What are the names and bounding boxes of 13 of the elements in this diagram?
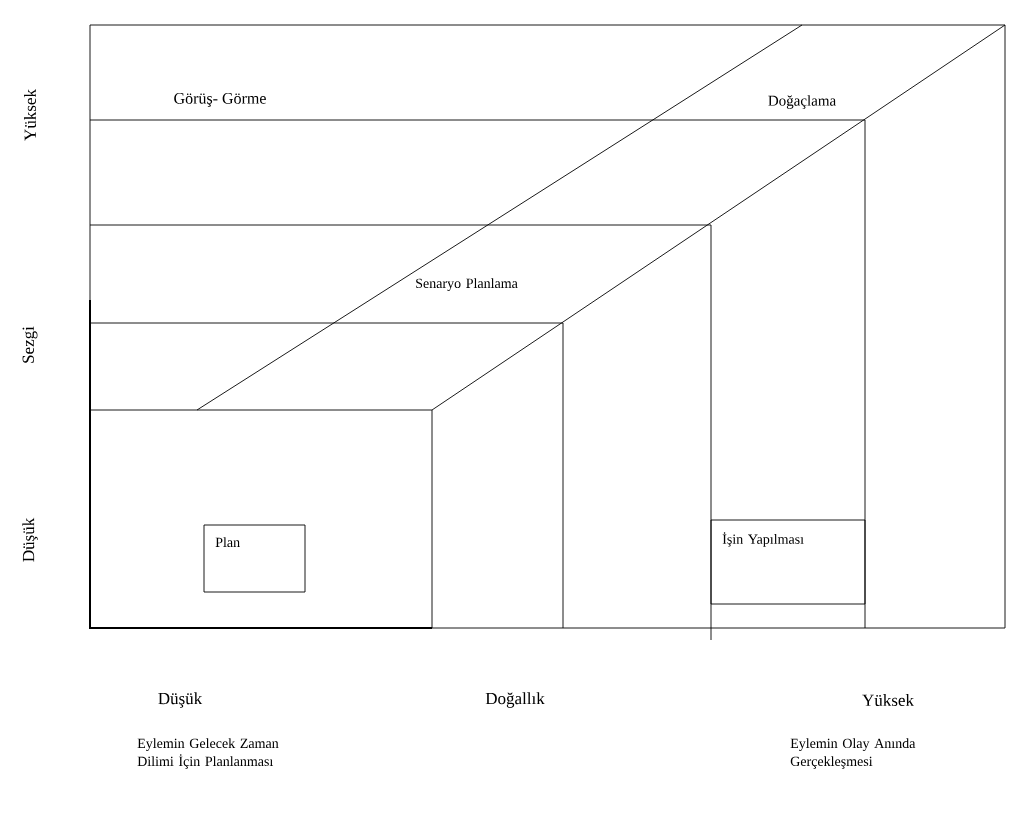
- axis-label: Yüksek: [24, 89, 36, 141]
- axis-label: Doğallık: [485, 692, 545, 708]
- axis-note: Eylemin Gelecek Zaman Dilimi İçin Planlanması: [137, 738, 279, 769]
- axis-label: Yüksek: [862, 694, 914, 706]
- axis-note: Eylemin Olay Anında Gerçekleşmesi: [790, 738, 916, 769]
- plan-box: Plan: [203, 524, 306, 593]
- region-label: Görüş- Görme: [174, 93, 266, 107]
- axis-label: Sezgi: [22, 326, 38, 363]
- axis-label: Düşük: [22, 517, 38, 562]
- task-band: İşin Yapılması: [710, 519, 866, 605]
- region-label: Doğaçlama: [768, 95, 836, 109]
- axis-label: Düşük: [158, 692, 203, 708]
- region-label: Senaryo Planlama: [416, 278, 518, 291]
